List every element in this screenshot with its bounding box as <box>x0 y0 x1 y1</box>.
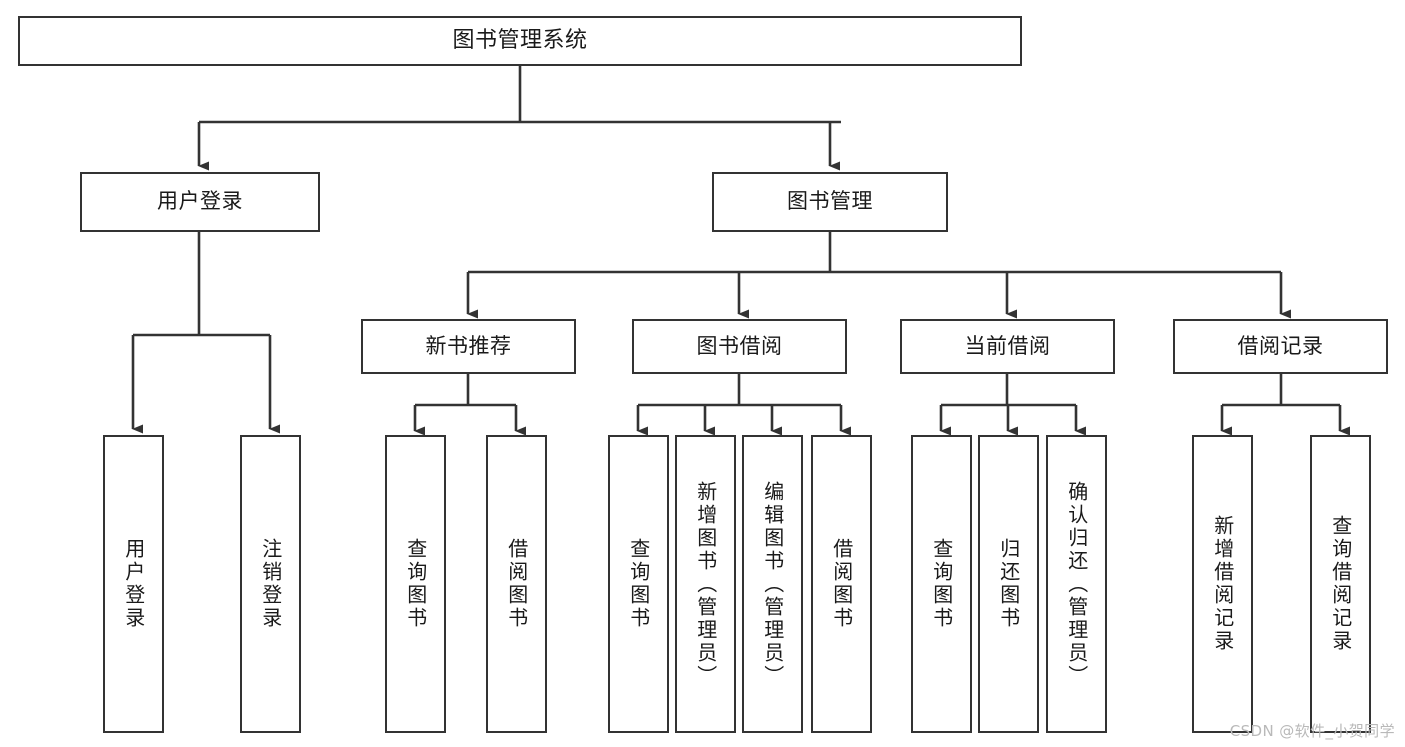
node-leaf-record-query[interactable]: 查询借阅记录 <box>1310 435 1371 733</box>
node-book-borrow-label: 图书借阅 <box>696 333 783 358</box>
node-current-borrow[interactable]: 当前借阅 <box>900 319 1115 374</box>
node-leaf-borrow-add-book[interactable]: 新增图书（管理员） <box>675 435 736 733</box>
node-leaf-logout-label: 注销登录 <box>258 538 283 630</box>
node-leaf-current-return-book[interactable]: 归还图书 <box>978 435 1039 733</box>
node-borrow-record-label: 借阅记录 <box>1237 333 1324 358</box>
node-current-borrow-label: 当前借阅 <box>964 333 1051 358</box>
node-leaf-current-confirm-return[interactable]: 确认归还（管理员） <box>1046 435 1107 733</box>
node-leaf-current-query-book-label: 查询图书 <box>929 538 954 630</box>
node-leaf-newbook-borrow-book[interactable]: 借阅图书 <box>486 435 547 733</box>
node-leaf-borrow-add-book-label: 新增图书（管理员） <box>693 480 718 688</box>
node-leaf-logout[interactable]: 注销登录 <box>240 435 301 733</box>
node-leaf-newbook-query-book-label: 查询图书 <box>403 538 428 630</box>
node-leaf-current-return-book-label: 归还图书 <box>996 538 1021 630</box>
node-user-login[interactable]: 用户登录 <box>80 172 320 232</box>
node-leaf-user-login[interactable]: 用户登录 <box>103 435 164 733</box>
node-book-borrow[interactable]: 图书借阅 <box>632 319 847 374</box>
node-leaf-borrow-query-book-label: 查询图书 <box>626 538 651 630</box>
node-leaf-borrow-edit-book[interactable]: 编辑图书（管理员） <box>742 435 803 733</box>
node-book-management-label: 图书管理 <box>787 189 873 214</box>
node-leaf-borrow-edit-book-label: 编辑图书（管理员） <box>760 480 785 688</box>
node-leaf-current-query-book[interactable]: 查询图书 <box>911 435 972 733</box>
node-leaf-borrow-query-book[interactable]: 查询图书 <box>608 435 669 733</box>
node-leaf-current-confirm-return-label: 确认归还（管理员） <box>1064 480 1089 688</box>
node-user-login-label: 用户登录 <box>157 189 243 214</box>
node-leaf-record-add[interactable]: 新增借阅记录 <box>1192 435 1253 733</box>
node-root-system-label: 图书管理系统 <box>452 27 588 53</box>
node-leaf-record-query-label: 查询借阅记录 <box>1328 515 1353 653</box>
node-leaf-user-login-label: 用户登录 <box>121 538 146 630</box>
node-new-book-recommend-label: 新书推荐 <box>425 333 512 358</box>
node-leaf-borrow-borrow-book[interactable]: 借阅图书 <box>811 435 872 733</box>
node-leaf-borrow-borrow-book-label: 借阅图书 <box>829 538 854 630</box>
node-borrow-record[interactable]: 借阅记录 <box>1173 319 1388 374</box>
node-leaf-newbook-query-book[interactable]: 查询图书 <box>385 435 446 733</box>
node-leaf-newbook-borrow-book-label: 借阅图书 <box>504 538 529 630</box>
node-leaf-record-add-label: 新增借阅记录 <box>1210 515 1235 653</box>
node-new-book-recommend[interactable]: 新书推荐 <box>361 319 576 374</box>
node-root-system[interactable]: 图书管理系统 <box>18 16 1022 66</box>
node-book-management[interactable]: 图书管理 <box>712 172 948 232</box>
